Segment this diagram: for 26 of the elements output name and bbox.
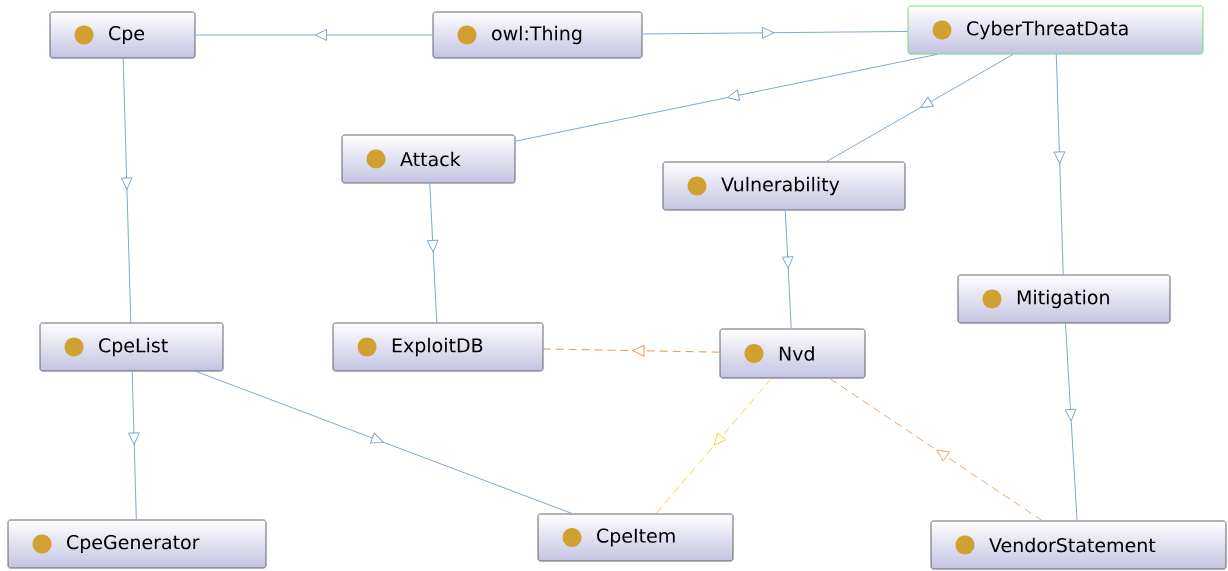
arrow [128,370,140,521]
class-box: CyberThreatData [907,5,1204,55]
arrow [1053,53,1066,276]
arrow [426,182,439,324]
arrow [194,29,434,41]
arrow [829,377,1043,522]
class-box: CpeList [39,322,224,372]
class-box: Nvd [719,328,866,379]
arrow [781,209,794,330]
class-box: Cpe [49,11,196,59]
arrow [120,57,133,324]
arrow [514,53,938,142]
class-box: Mitigation [957,274,1171,324]
arrow [641,26,909,39]
arrow [1064,322,1078,522]
arrow [826,53,1014,163]
arrow [655,377,772,515]
class-box: Vulnerability [662,161,906,211]
class-box: Attack [341,134,516,184]
class-box: VendorStatement [930,520,1227,570]
arrow [195,370,573,515]
class-box: CpeGenerator [7,519,267,569]
class-box: CpeItem [537,513,734,562]
class-box: owl:Thing [432,11,643,59]
arrow [542,344,721,357]
class-box: ExploitDB [332,322,544,372]
